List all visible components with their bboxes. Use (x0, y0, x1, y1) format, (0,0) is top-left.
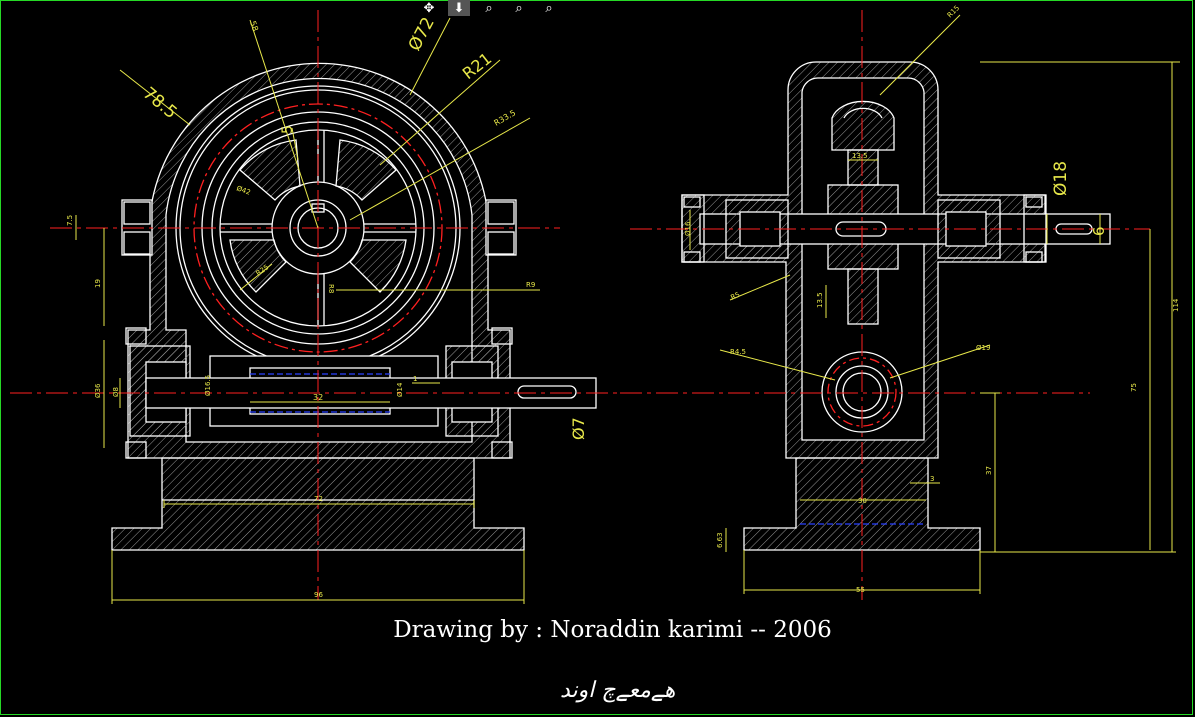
zoom-window-icon[interactable]: ⌕ (515, 1, 523, 16)
front-dimension-lines (75, 17, 540, 604)
dim-19: 19 (94, 279, 102, 288)
view-toolbar: ✥ ⬇ ⌕ ⌕ ⌕ (418, 0, 560, 16)
side-centerlines (620, 10, 1150, 600)
dim-dia-19: Ø19 (976, 344, 990, 352)
front-centerlines (10, 10, 620, 600)
dim-r8: R8 (327, 284, 335, 293)
dim-75: 75 (1130, 383, 1138, 392)
dim-r15: R15 (946, 4, 961, 19)
dim-dia-36: Ø36 (94, 383, 102, 398)
side-view (681, 61, 1111, 551)
pan-icon[interactable]: ✥ (423, 1, 435, 16)
dim-5: 5 (280, 125, 296, 134)
front-bolts (123, 201, 515, 459)
zoom-realtime-icon[interactable]: ⌕ (485, 1, 493, 16)
dim-r33-5: R33.5 (493, 108, 518, 127)
side-bolts (683, 196, 1043, 263)
dim-37: 37 (985, 466, 993, 475)
dim-dia-16: Ø16 (684, 221, 692, 236)
dim-3: 3 (930, 475, 934, 483)
dim-58: 58 (248, 20, 260, 32)
author-signature: ھےمعےچ اوند (560, 678, 676, 703)
dim-13-5b: 13.5 (816, 292, 824, 308)
dim-dia-8: Ø8 (112, 387, 120, 397)
dim-dia-14: Ø14 (396, 382, 404, 397)
dim-dia-18: Ø18 (1051, 161, 1071, 196)
side-dimension-lines (689, 14, 1180, 594)
dim-55: 55 (856, 586, 865, 594)
dim-30: 30 (858, 497, 867, 505)
dim-r9: R9 (526, 281, 535, 289)
dim-96: 96 (314, 591, 323, 599)
front-dimension-text: 78.5 Ø72 R21 R33.5 58 5 Ø42 R25 R9 R8 7.… (66, 14, 588, 599)
dim-7-5: 7.5 (66, 215, 74, 226)
zoom-previous-icon[interactable]: ⌕ (545, 1, 553, 16)
dim-13-5a: 13.5 (852, 152, 868, 160)
wheel-web-cutouts (229, 139, 407, 293)
dim-r4-5: R4.5 (730, 348, 746, 356)
dim-6-63: 6.63 (716, 532, 724, 548)
dim-dia-7: Ø7 (569, 417, 588, 440)
side-base (743, 457, 981, 551)
dim-6: 6 (1090, 226, 1108, 236)
dim-r5: R5 (729, 291, 741, 302)
dim-1: 1 (413, 375, 417, 383)
dim-72: 72 (314, 495, 323, 503)
front-view (111, 62, 597, 551)
dim-r21: R21 (459, 49, 496, 83)
drawing-credit: Drawing by : Noraddin karimi -- 2006 (393, 617, 832, 643)
pan-down-icon[interactable]: ⬇ (448, 0, 470, 16)
dim-dia-16-5: Ø16.5 (204, 375, 212, 396)
dim-32: 32 (313, 393, 323, 402)
side-dimension-text: Ø18 6 R15 13.5 13.5 R5 Ø16 R4.5 Ø19 114 … (684, 4, 1180, 594)
dim-114: 114 (1172, 298, 1180, 312)
